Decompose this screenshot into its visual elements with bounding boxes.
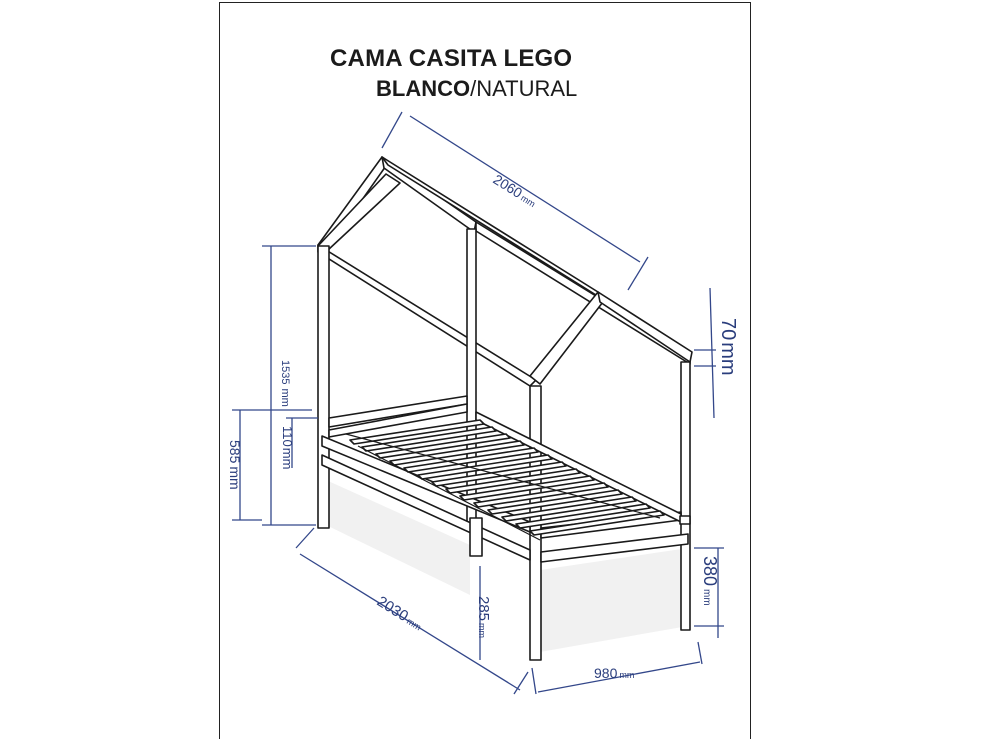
dim-total-height: 1535mm [279,360,291,407]
product-title: CAMA CASITA LEGO [330,45,573,72]
color-secondary: /NATURAL [470,76,578,101]
dim-length: 2030mm [374,593,426,634]
dim-roof-thickness: 70mm [717,318,739,376]
bed-slats [345,419,665,541]
dim-leg-height: 285mm [475,596,492,638]
dim-roof-length: 2060mm [490,171,539,210]
dim-rail-gap: 110mm [280,426,295,469]
roof-frame [317,156,693,387]
dimension-labels: 2060mm 70mm 1535mm 585mm 110mm 2030mm 28… [227,171,739,681]
dim-rail-height: 585mm [227,440,243,490]
drawer-panels [326,480,688,652]
dimension-lines [232,111,724,695]
color-primary: BLANCO [376,76,471,101]
product-color-subtitle: BLANCO/NATURAL [376,76,577,102]
dim-drawer-height: 380mm [700,556,720,606]
